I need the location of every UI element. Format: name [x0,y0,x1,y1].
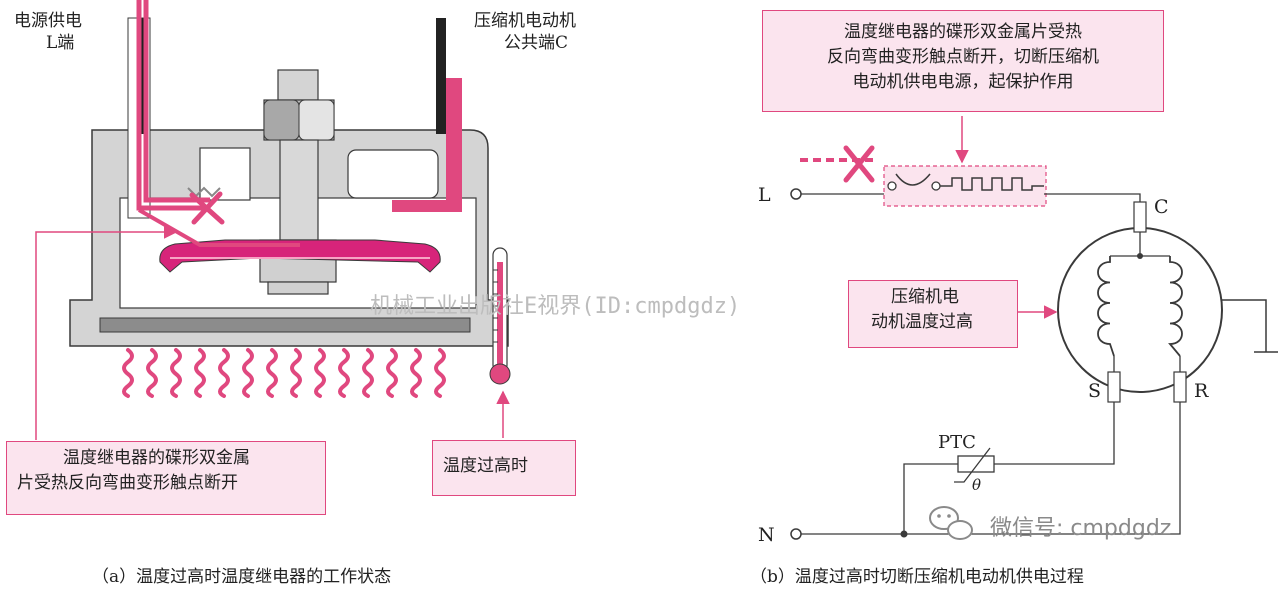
wechat-id-text: 微信号: cmpdgdz [990,516,1172,541]
thermometer-icon [489,247,511,385]
heat-wave [146,348,158,398]
wechat-icon [929,506,973,540]
callout-motor-line1: 压缩机电 [891,287,959,307]
callout-motor-line2: 动机温度过高 [871,312,973,332]
bimetal-arc [895,173,931,186]
callout-overheat: 温度过高时 [432,440,576,496]
heat-wave [122,348,134,398]
heat-wave [362,348,374,398]
callout-overheat-text: 温度过高时 [443,456,528,476]
heat-wave [314,348,326,398]
callout-bimetal: 温度继电器的碟形双金属 片受热反向弯曲变形触点断开 [6,441,326,515]
heat-wave [266,348,278,398]
relay-dashed-box [883,165,1047,207]
heat-wave [218,348,230,398]
terminal-c-label: C [1154,196,1169,218]
heat-wave [170,348,182,398]
callout-motor: 压缩机电 动机温度过高 [848,280,1018,348]
callout-top-line1: 温度继电器的碟形双金属片受热 [844,22,1082,42]
label-supply-l: 电源供电 [14,11,82,31]
heater-element [940,177,1044,191]
ground-symbol [1222,299,1278,353]
bimetal-disc [159,239,441,273]
heater-plate [99,317,471,333]
heat-waves [122,348,446,398]
callout-bimetal-line2: 片受热反向弯曲变形触点断开 [17,473,238,493]
terminal-r-label: R [1194,380,1209,402]
ptc-theta: θ [972,476,982,494]
heat-wave [242,348,254,398]
terminal-c-lead [392,18,462,212]
open-contact-x-mark-right [843,145,875,183]
label-supply-l-terminal: L端 [46,33,75,53]
open-contact-x-mark [189,191,225,225]
center-screw [259,69,337,295]
terminal-l-label: L [758,184,771,206]
ptc-resistor [900,447,995,538]
callout-top-line2: 反向弯曲变形触点断开，切断压缩机 [827,47,1099,67]
heat-wave [386,348,398,398]
caption-b: （b）温度过高时切断压缩机电动机供电过程 [750,567,1084,587]
callout-bimetal-line1: 温度继电器的碟形双金属 [63,448,250,468]
heat-wave [410,348,422,398]
label-common-c: 压缩机电动机 [474,11,576,31]
heat-wave [338,348,350,398]
label-common-c-terminal: 公共端C [504,33,569,53]
callout-top: 温度继电器的碟形双金属片受热 反向弯曲变形触点断开，切断压缩机 电动机供电电源，… [762,10,1164,112]
heat-wave [290,348,302,398]
arrow-to-bimetal [35,225,178,440]
terminal-l-node [790,188,802,200]
callout-top-line3: 电动机供电电源，起保护作用 [852,72,1074,92]
ptc-label: PTC [938,432,976,453]
watermark-text: 机械工业出版社E视界(ID:cmpdgdz) [370,294,741,319]
heat-wave [434,348,446,398]
terminal-l-lead [127,0,300,247]
terminal-s-label: S [1088,380,1102,402]
caption-a: （a）温度过高时温度继电器的工作状态 [92,567,392,587]
terminal-n-label: N [758,524,775,546]
heat-wave [194,348,206,398]
terminal-n-node [790,528,802,540]
compressor-motor [1057,201,1223,403]
